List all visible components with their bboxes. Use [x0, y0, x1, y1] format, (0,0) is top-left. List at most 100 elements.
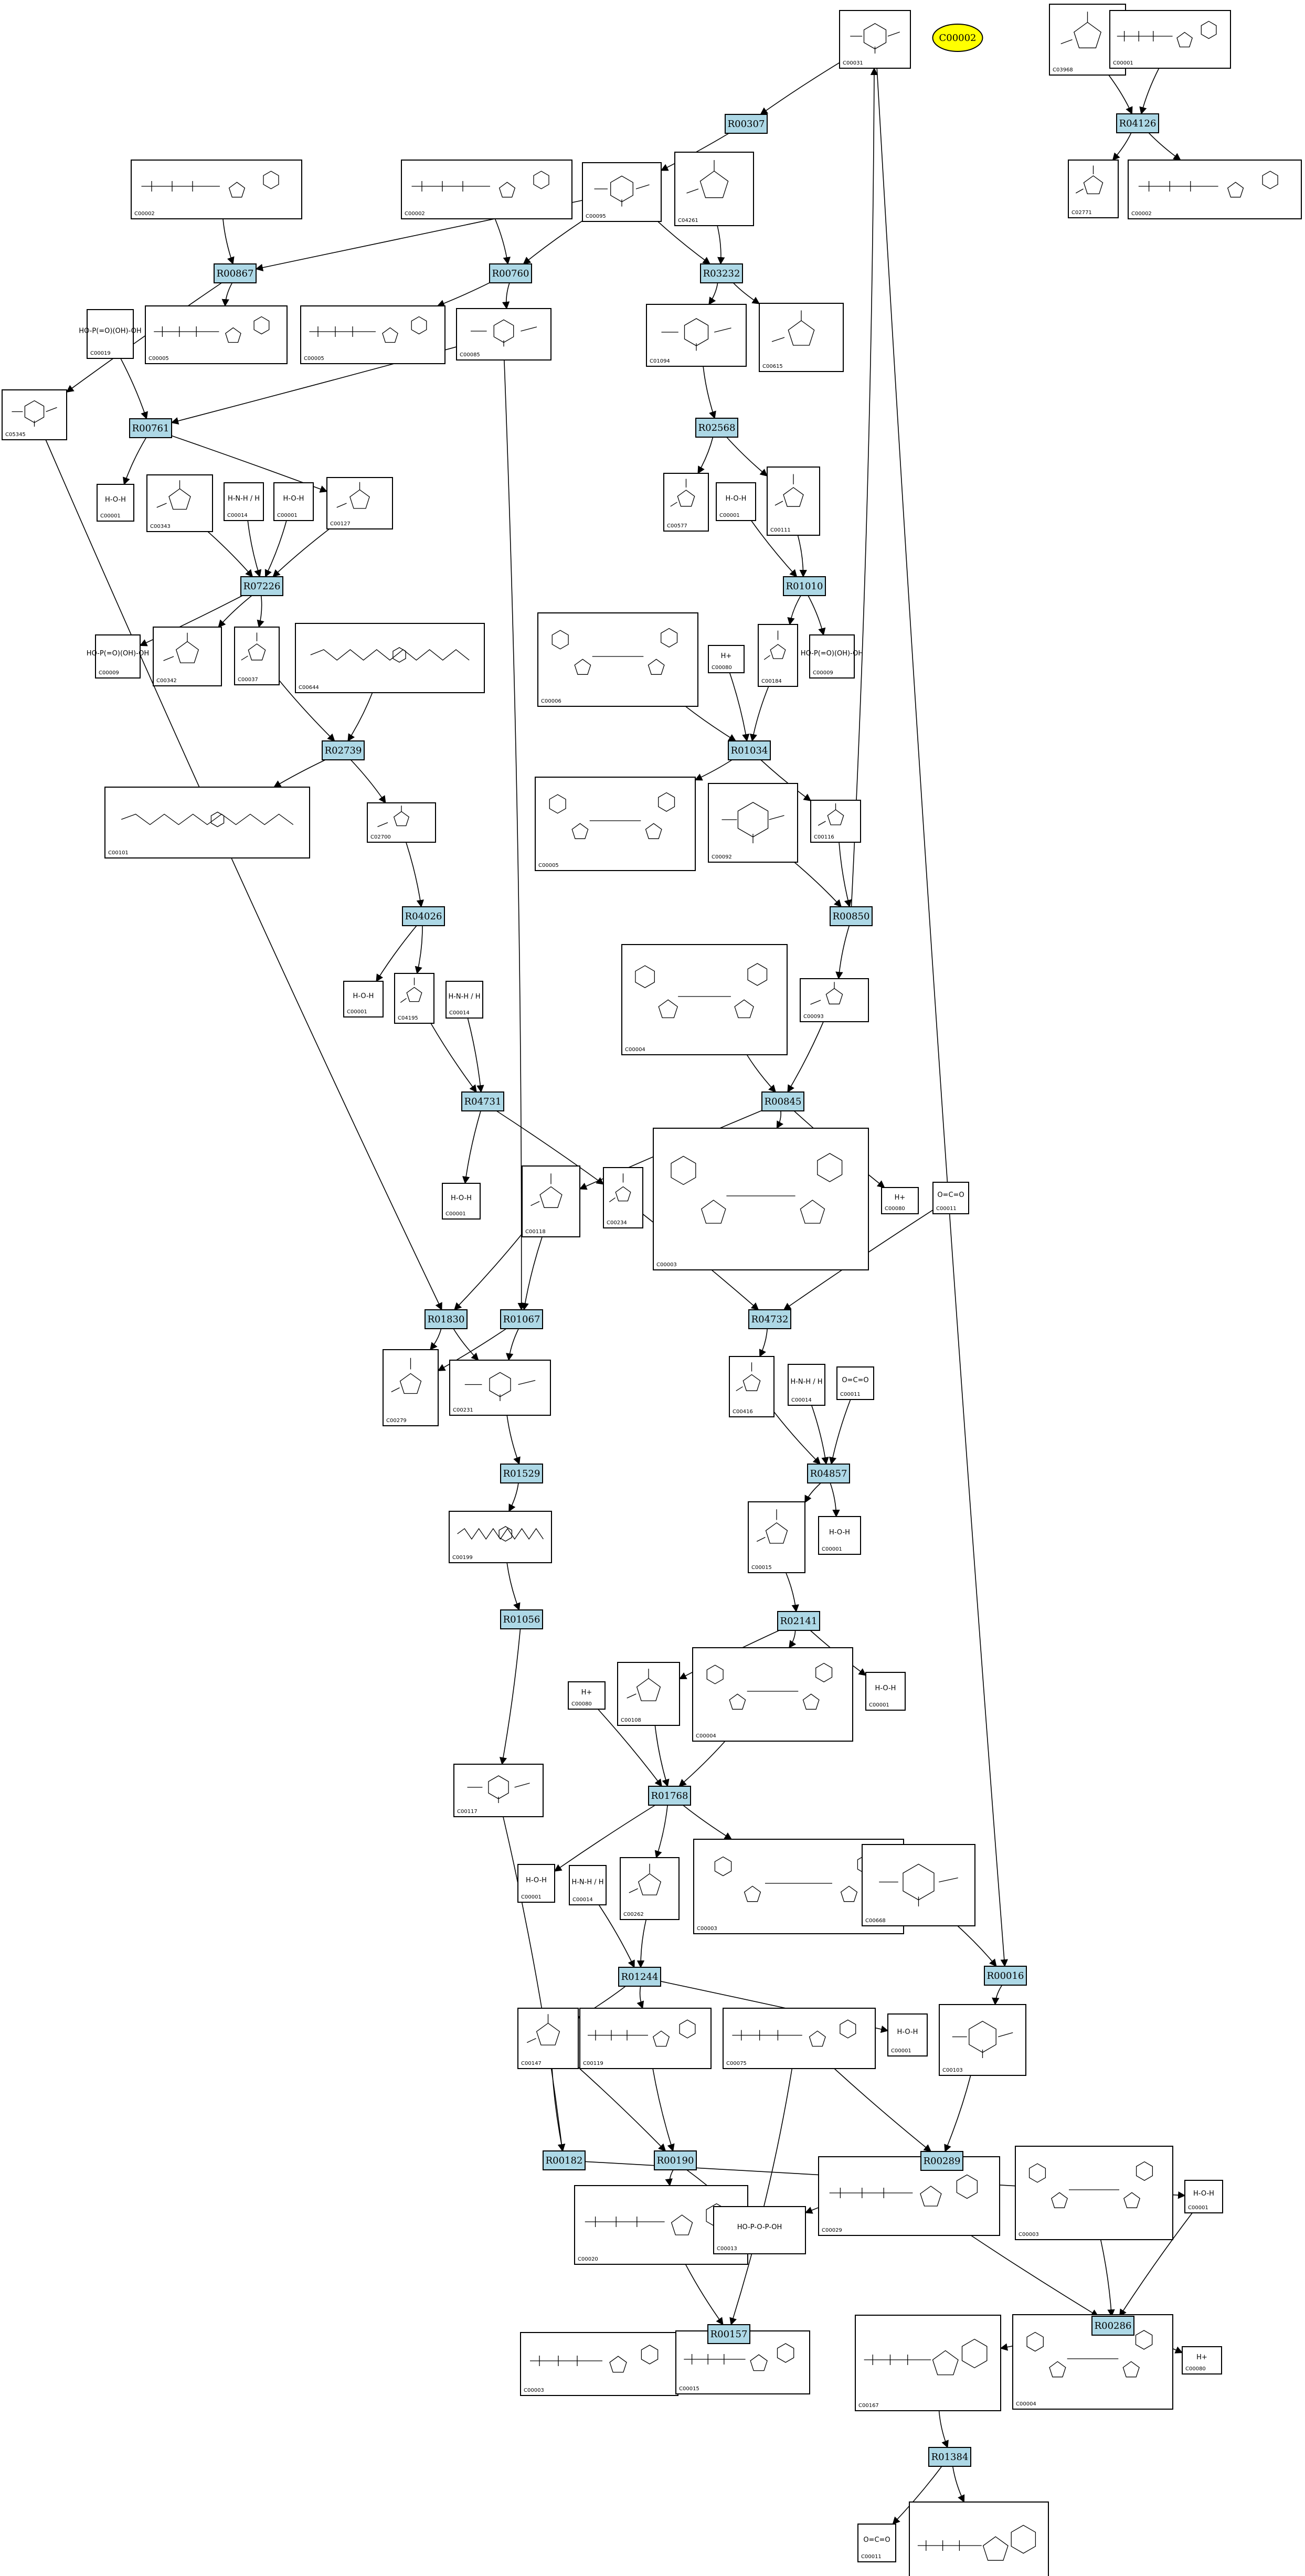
compound-node[interactable]: C00644 [295, 623, 485, 693]
compound-node[interactable]: C00190 [909, 2501, 1049, 2576]
compound-node[interactable]: C00003 [653, 1128, 869, 1270]
compound-node[interactable]: C00103 [939, 2004, 1026, 2076]
reaction-node[interactable]: R01830 [425, 1309, 468, 1329]
compound-node[interactable]: C00095 [582, 162, 662, 222]
compound-node[interactable]: C00118 [522, 1165, 580, 1237]
compound-node[interactable]: C00116 [810, 800, 861, 843]
compound-node[interactable]: C00092 [708, 783, 798, 863]
reaction-node[interactable]: R00307 [725, 114, 768, 134]
compound-node[interactable]: C00093 [800, 978, 869, 1022]
reaction-node[interactable]: R00845 [761, 1091, 804, 1111]
compound-node[interactable]: C00231 [449, 1360, 551, 1416]
compound-node[interactable]: C04261 [674, 152, 754, 226]
compound-node[interactable]: C02771 [1068, 160, 1119, 218]
compound-node[interactable]: C00005 [535, 777, 696, 871]
compound-node[interactable]: C00001 [1109, 10, 1231, 69]
reaction-node[interactable]: R00850 [830, 906, 873, 926]
compound-node[interactable]: C00119 [579, 2008, 712, 2069]
compound-node[interactable]: C00416 [729, 1356, 774, 1417]
reaction-node[interactable]: R00016 [984, 1966, 1027, 1986]
compound-node[interactable]: H+C00080 [708, 645, 745, 673]
reaction-node[interactable]: R00182 [543, 2150, 586, 2170]
reaction-node[interactable]: R01529 [500, 1464, 543, 1483]
reaction-node[interactable]: R01010 [783, 576, 826, 596]
compound-node[interactable]: C02700 [367, 802, 436, 843]
compound-node[interactable]: C00615 [759, 303, 844, 372]
reaction-node[interactable]: R04732 [748, 1309, 791, 1329]
reaction-node[interactable]: R04126 [1116, 113, 1159, 133]
compound-node[interactable]: C00117 [453, 1764, 544, 1817]
reaction-node[interactable]: R01768 [648, 1786, 691, 1806]
compound-node[interactable]: C00004 [692, 1647, 853, 1742]
reaction-node[interactable]: R04857 [807, 1464, 850, 1483]
reaction-node[interactable]: R00190 [654, 2150, 697, 2170]
compound-node[interactable]: C00101 [104, 787, 310, 858]
compound-node[interactable]: C00342 [153, 627, 222, 686]
reaction-node[interactable]: R03232 [700, 263, 743, 283]
reaction-node[interactable]: R01056 [500, 1609, 543, 1629]
compound-node[interactable]: C00127 [326, 477, 393, 529]
reaction-node[interactable]: R00867 [214, 263, 257, 283]
compound-node[interactable]: C00234 [603, 1167, 643, 1228]
compound-node[interactable]: C00577 [663, 473, 709, 532]
reaction-node[interactable]: R07226 [240, 576, 283, 596]
compound-node[interactable]: C00002 [1128, 160, 1302, 219]
compound-node[interactable]: C00262 [620, 1857, 680, 1920]
compound-node[interactable]: C01094 [646, 304, 747, 367]
compound-node[interactable]: C00015 [748, 1501, 805, 1573]
compound-node[interactable]: C00005 [300, 305, 445, 364]
reaction-node[interactable]: R01244 [618, 1967, 661, 1987]
reaction-node[interactable]: R00286 [1091, 2316, 1134, 2336]
reaction-node[interactable]: R01034 [728, 740, 771, 760]
reaction-node[interactable]: R00157 [707, 2324, 750, 2344]
compound-node[interactable]: C00343 [146, 474, 213, 532]
compound-node[interactable]: C04195 [394, 973, 434, 1024]
compound-node[interactable]: C00668 [862, 1844, 975, 1926]
compound-node[interactable]: C00111 [767, 467, 820, 536]
reaction-node[interactable]: R04731 [461, 1091, 504, 1111]
compound-node[interactable]: C00279 [383, 1349, 439, 1426]
compound-node[interactable]: C00003 [520, 2332, 678, 2396]
compound-node[interactable]: C00075 [723, 2008, 876, 2069]
compound-node[interactable]: C00147 [517, 2008, 579, 2069]
compound-node[interactable]: C00005 [145, 305, 288, 364]
compound-node[interactable]: C00031 [839, 10, 911, 69]
reaction-node[interactable]: R00760 [489, 263, 532, 283]
compound-node[interactable]: C00004 [621, 944, 788, 1055]
compound-node[interactable]: C00006 [537, 612, 698, 707]
reaction-node[interactable]: R02568 [695, 418, 738, 438]
compound-node[interactable]: C00002 [401, 160, 572, 219]
compound-node[interactable]: H+C00080 [1182, 2346, 1222, 2374]
compound-node[interactable]: H+C00080 [881, 1187, 919, 1214]
compound-node[interactable]: C00029 [818, 2156, 1000, 2236]
reaction-node[interactable]: R01067 [500, 1309, 543, 1329]
compound-node[interactable]: C00184 [758, 624, 798, 687]
reaction-node[interactable]: R02141 [777, 1611, 820, 1631]
compound-node[interactable]: C05345 [2, 389, 67, 440]
compound-node[interactable]: C00037 [234, 627, 280, 685]
highlighted-compound[interactable]: C00002 [932, 24, 983, 52]
compound-node[interactable]: C00108 [617, 1662, 680, 1726]
reaction-node[interactable]: R02739 [322, 740, 365, 760]
reaction-node[interactable]: R00289 [920, 2151, 963, 2171]
compound-node[interactable]: C00085 [456, 308, 551, 361]
